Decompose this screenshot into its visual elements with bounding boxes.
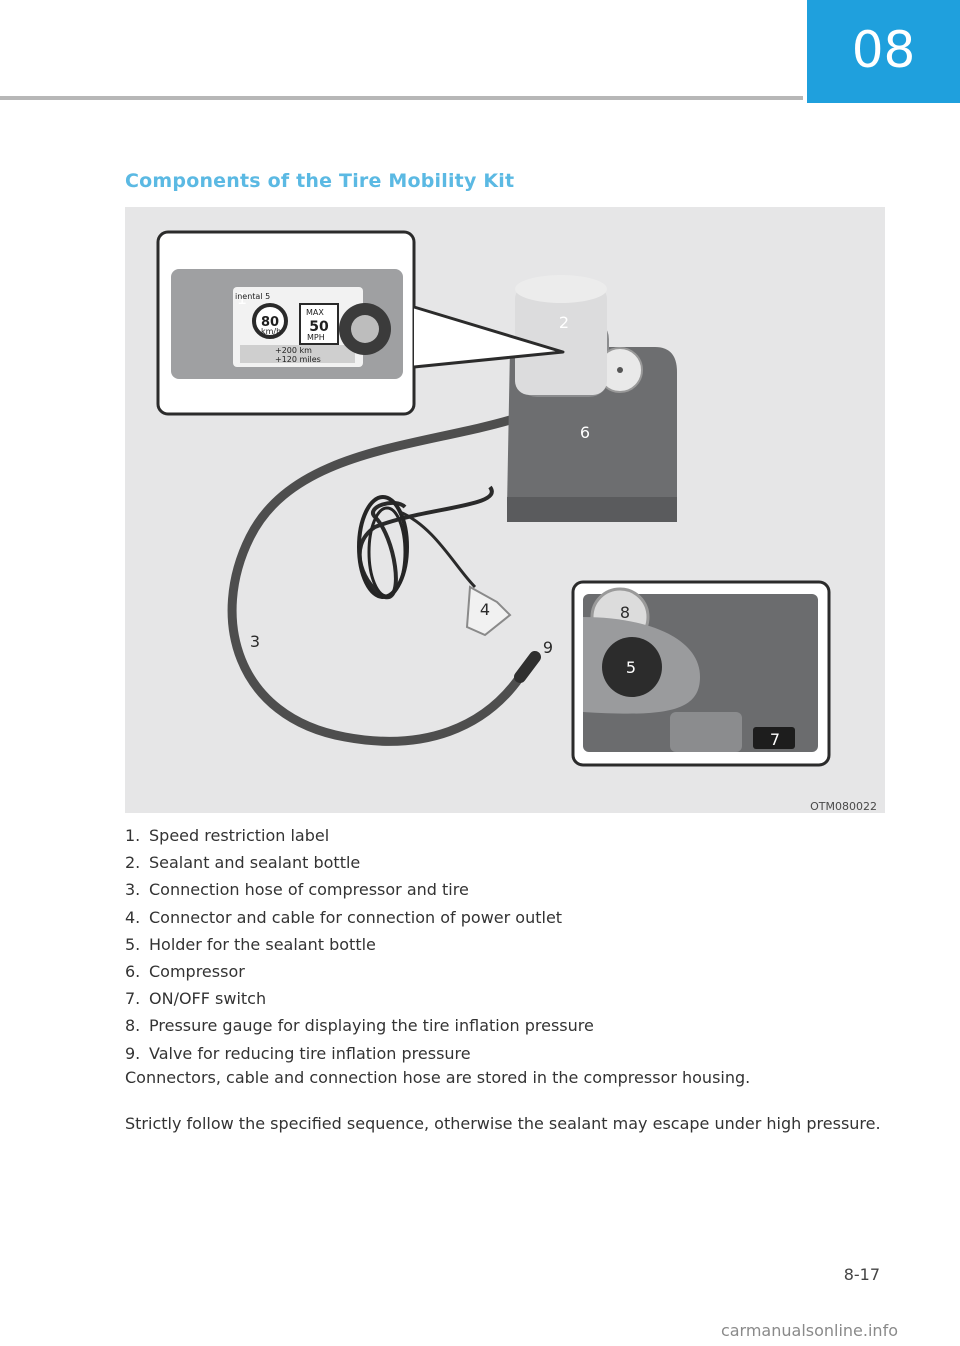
callout-2: 2 [559, 313, 569, 332]
list-item: 3.Connection hose of compressor and tire [125, 876, 885, 903]
label-brand: inental 5 [235, 292, 270, 301]
storage-note: Connectors, cable and connection hose ar… [125, 1068, 885, 1088]
power-cable [360, 487, 492, 597]
list-item-text: Pressure gauge for displaying the tire i… [149, 1012, 594, 1039]
list-item-number: 6. [125, 958, 149, 985]
tire-mobility-kit-figure: 1 2 6 5 7 3 4 8 9 inental 5 MAX MPH km/h… [125, 207, 885, 813]
sequence-warning: Strictly follow the specified sequence, … [125, 1114, 885, 1134]
figure-code: OTM080022 [810, 800, 877, 813]
watermark: carmanualsonline.info [721, 1321, 898, 1340]
list-item-number: 2. [125, 849, 149, 876]
list-item: 9.Valve for reducing tire inflation pres… [125, 1040, 885, 1067]
list-item: 8.Pressure gauge for displaying the tire… [125, 1012, 885, 1039]
callout-6: 6 [580, 423, 590, 442]
chapter-tab: 08 [807, 0, 960, 103]
list-item-number: 9. [125, 1040, 149, 1067]
callout-7: 7 [770, 730, 780, 749]
label-distance-miles: +120 miles [275, 355, 321, 364]
label-mph-value: 50 [309, 319, 329, 335]
connection-hose [232, 417, 520, 741]
list-item: 7.ON/OFF switch [125, 985, 885, 1012]
label-max: MAX [306, 308, 324, 317]
list-item-text: ON/OFF switch [149, 985, 266, 1012]
list-item: 1.Speed restriction label [125, 822, 885, 849]
list-item-text: Connector and cable for connection of po… [149, 904, 562, 931]
callout-8: 8 [620, 603, 630, 622]
callout-9: 9 [543, 638, 553, 657]
label-speed-value: 80 [261, 315, 279, 330]
header-rule [0, 96, 803, 100]
list-item: 5.Holder for the sealant bottle [125, 931, 885, 958]
list-item-text: Speed restriction label [149, 822, 329, 849]
list-item-text: Compressor [149, 958, 245, 985]
kit-illustration: 1 2 6 5 7 3 4 8 9 inental 5 MAX MPH km/h… [125, 207, 885, 813]
chapter-number: 08 [852, 21, 916, 79]
list-item-number: 3. [125, 876, 149, 903]
list-item-number: 5. [125, 931, 149, 958]
list-item-number: 7. [125, 985, 149, 1012]
list-item-number: 4. [125, 904, 149, 931]
label-distance-km: +200 km [275, 346, 312, 355]
list-item: 4.Connector and cable for connection of … [125, 904, 885, 931]
list-item-number: 1. [125, 822, 149, 849]
section-title: Components of the Tire Mobility Kit [125, 170, 514, 192]
list-item-text: Holder for the sealant bottle [149, 931, 376, 958]
list-item: 6.Compressor [125, 958, 885, 985]
list-item-text: Connection hose of compressor and tire [149, 876, 469, 903]
page-number: 8-17 [844, 1265, 880, 1284]
list-item-text: Valve for reducing tire inflation pressu… [149, 1040, 471, 1067]
list-item: 2.Sealant and sealant bottle [125, 849, 885, 876]
callout-5: 5 [626, 658, 636, 677]
list-item-text: Sealant and sealant bottle [149, 849, 360, 876]
callout-3: 3 [250, 632, 260, 651]
parts-list: 1.Speed restriction label 2.Sealant and … [125, 822, 885, 1067]
list-item-number: 8. [125, 1012, 149, 1039]
callout-4: 4 [480, 600, 490, 619]
